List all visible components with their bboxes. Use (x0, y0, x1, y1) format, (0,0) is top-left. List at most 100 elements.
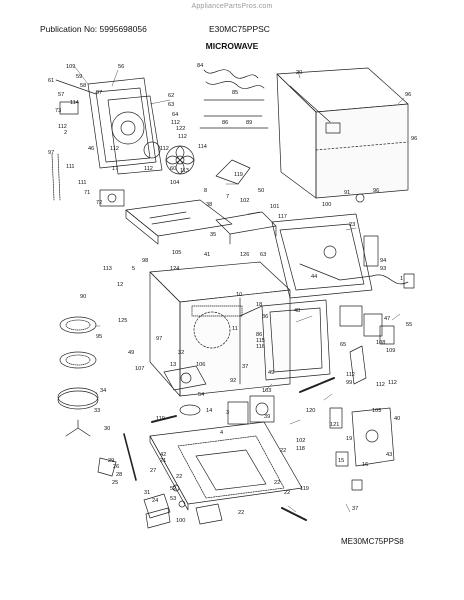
callout-112b: 112 (171, 120, 180, 126)
callout-47: 47 (384, 316, 390, 322)
heater-element (215, 159, 251, 185)
door-chain (51, 153, 125, 207)
callout-73: 73 (55, 108, 61, 114)
callout-25: 25 (112, 480, 118, 486)
callout-114b: 114 (198, 144, 207, 150)
callout-96a: 96 (405, 92, 411, 98)
callout-8: 8 (204, 188, 207, 194)
callout-96b: 96 (411, 136, 417, 142)
callout-16: 16 (362, 462, 368, 468)
callout-31: 31 (144, 490, 150, 496)
callout-84: 84 (197, 63, 203, 69)
fan-motor-assembly (55, 77, 163, 175)
callout-94: 94 (380, 258, 386, 264)
callout-114: 114 (70, 100, 79, 106)
turntable (57, 316, 99, 437)
callout-111b: 111 (78, 180, 87, 186)
callout-112a: 112 (58, 124, 67, 130)
publication-number: Publication No: 5995698056 (40, 24, 147, 34)
callout-107: 107 (135, 366, 144, 372)
callout-36: 36 (262, 314, 268, 320)
base-rails (151, 377, 335, 521)
callout-112g: 112 (346, 372, 355, 378)
callout-125: 125 (118, 318, 127, 324)
top-vent-plate (125, 199, 233, 245)
callout-96c: 96 (373, 188, 379, 194)
diagram-code: ME30MC75PPS8 (341, 537, 404, 546)
callout-20: 20 (296, 70, 302, 76)
outer-cabinet (276, 67, 409, 199)
callout-126: 126 (240, 252, 249, 258)
callout-23: 23 (349, 222, 355, 228)
callout-11: 11 (232, 326, 238, 332)
callout-62: 62 (168, 93, 174, 99)
callout-22c: 22 (274, 480, 280, 486)
callout-61: 61 (48, 78, 54, 84)
callout-97b: 97 (48, 150, 54, 156)
callout-109: 109 (66, 64, 75, 70)
callout-54: 54 (198, 392, 204, 398)
callout-120: 120 (306, 408, 315, 414)
callout-64: 64 (172, 112, 178, 118)
callout-100a: 100 (322, 202, 331, 208)
callout-42: 42 (160, 452, 166, 458)
callout-109b: 109 (386, 348, 395, 354)
control-bracket (215, 211, 277, 245)
callout-90: 90 (80, 294, 86, 300)
callout-121: 121 (330, 422, 339, 428)
turntable-motor (163, 365, 207, 416)
callout-122: 122 (176, 126, 185, 132)
callout-116: 116 (256, 344, 265, 350)
callout-97c: 97 (156, 336, 162, 342)
door-switch (97, 433, 137, 481)
callout-72: 72 (96, 200, 102, 206)
callout-92: 92 (230, 378, 236, 384)
callout-14: 14 (206, 408, 212, 414)
callout-2: 2 (64, 130, 67, 136)
door-assembly (239, 299, 331, 381)
callout-22b: 22 (176, 474, 182, 480)
callout-113b: 113 (103, 266, 112, 272)
base-plate (149, 421, 303, 511)
power-cord (299, 263, 415, 289)
callout-22e: 22 (238, 510, 244, 516)
callout-19: 19 (346, 436, 352, 442)
callout-37b: 37 (352, 506, 358, 512)
callout-21: 21 (160, 458, 166, 464)
callout-50: 50 (258, 188, 264, 194)
watermark: AppliancePartsPros.com (191, 3, 273, 10)
callout-86: 86 (222, 120, 228, 126)
callout-112f: 112 (144, 166, 153, 172)
callout-58: 58 (80, 83, 86, 89)
callout-103: 103 (262, 388, 271, 394)
callout-18: 18 (256, 302, 262, 308)
callout-13: 13 (170, 362, 176, 368)
callout-35: 35 (210, 232, 216, 238)
callout-27: 27 (150, 468, 156, 474)
callout-105a: 105 (172, 250, 181, 256)
callout-117: 117 (278, 214, 287, 220)
section-title: MICROWAVE (205, 41, 259, 51)
callout-7: 7 (226, 194, 229, 200)
callout-101: 101 (270, 204, 279, 210)
side-panel (271, 193, 379, 299)
callout-55: 55 (406, 322, 412, 328)
callout-65: 65 (340, 342, 346, 348)
callout-95: 95 (96, 334, 102, 340)
callout-34: 34 (100, 388, 106, 394)
callout-53: 53 (170, 496, 176, 502)
callout-93: 93 (380, 266, 386, 272)
callout-115: 115 (256, 338, 265, 344)
leader-lines (74, 66, 405, 513)
callout-118: 118 (296, 446, 305, 452)
callout-4: 4 (220, 430, 223, 436)
callout-119a: 119 (234, 172, 243, 178)
callout-29: 29 (108, 458, 114, 464)
callout-112c: 112 (178, 134, 187, 140)
callout-100b: 100 (176, 518, 185, 524)
callout-48: 48 (294, 308, 300, 314)
callout-10: 10 (236, 292, 242, 298)
callout-63b: 63 (260, 252, 266, 258)
callout-106: 106 (196, 362, 205, 368)
callout-119c: 119 (300, 486, 309, 492)
